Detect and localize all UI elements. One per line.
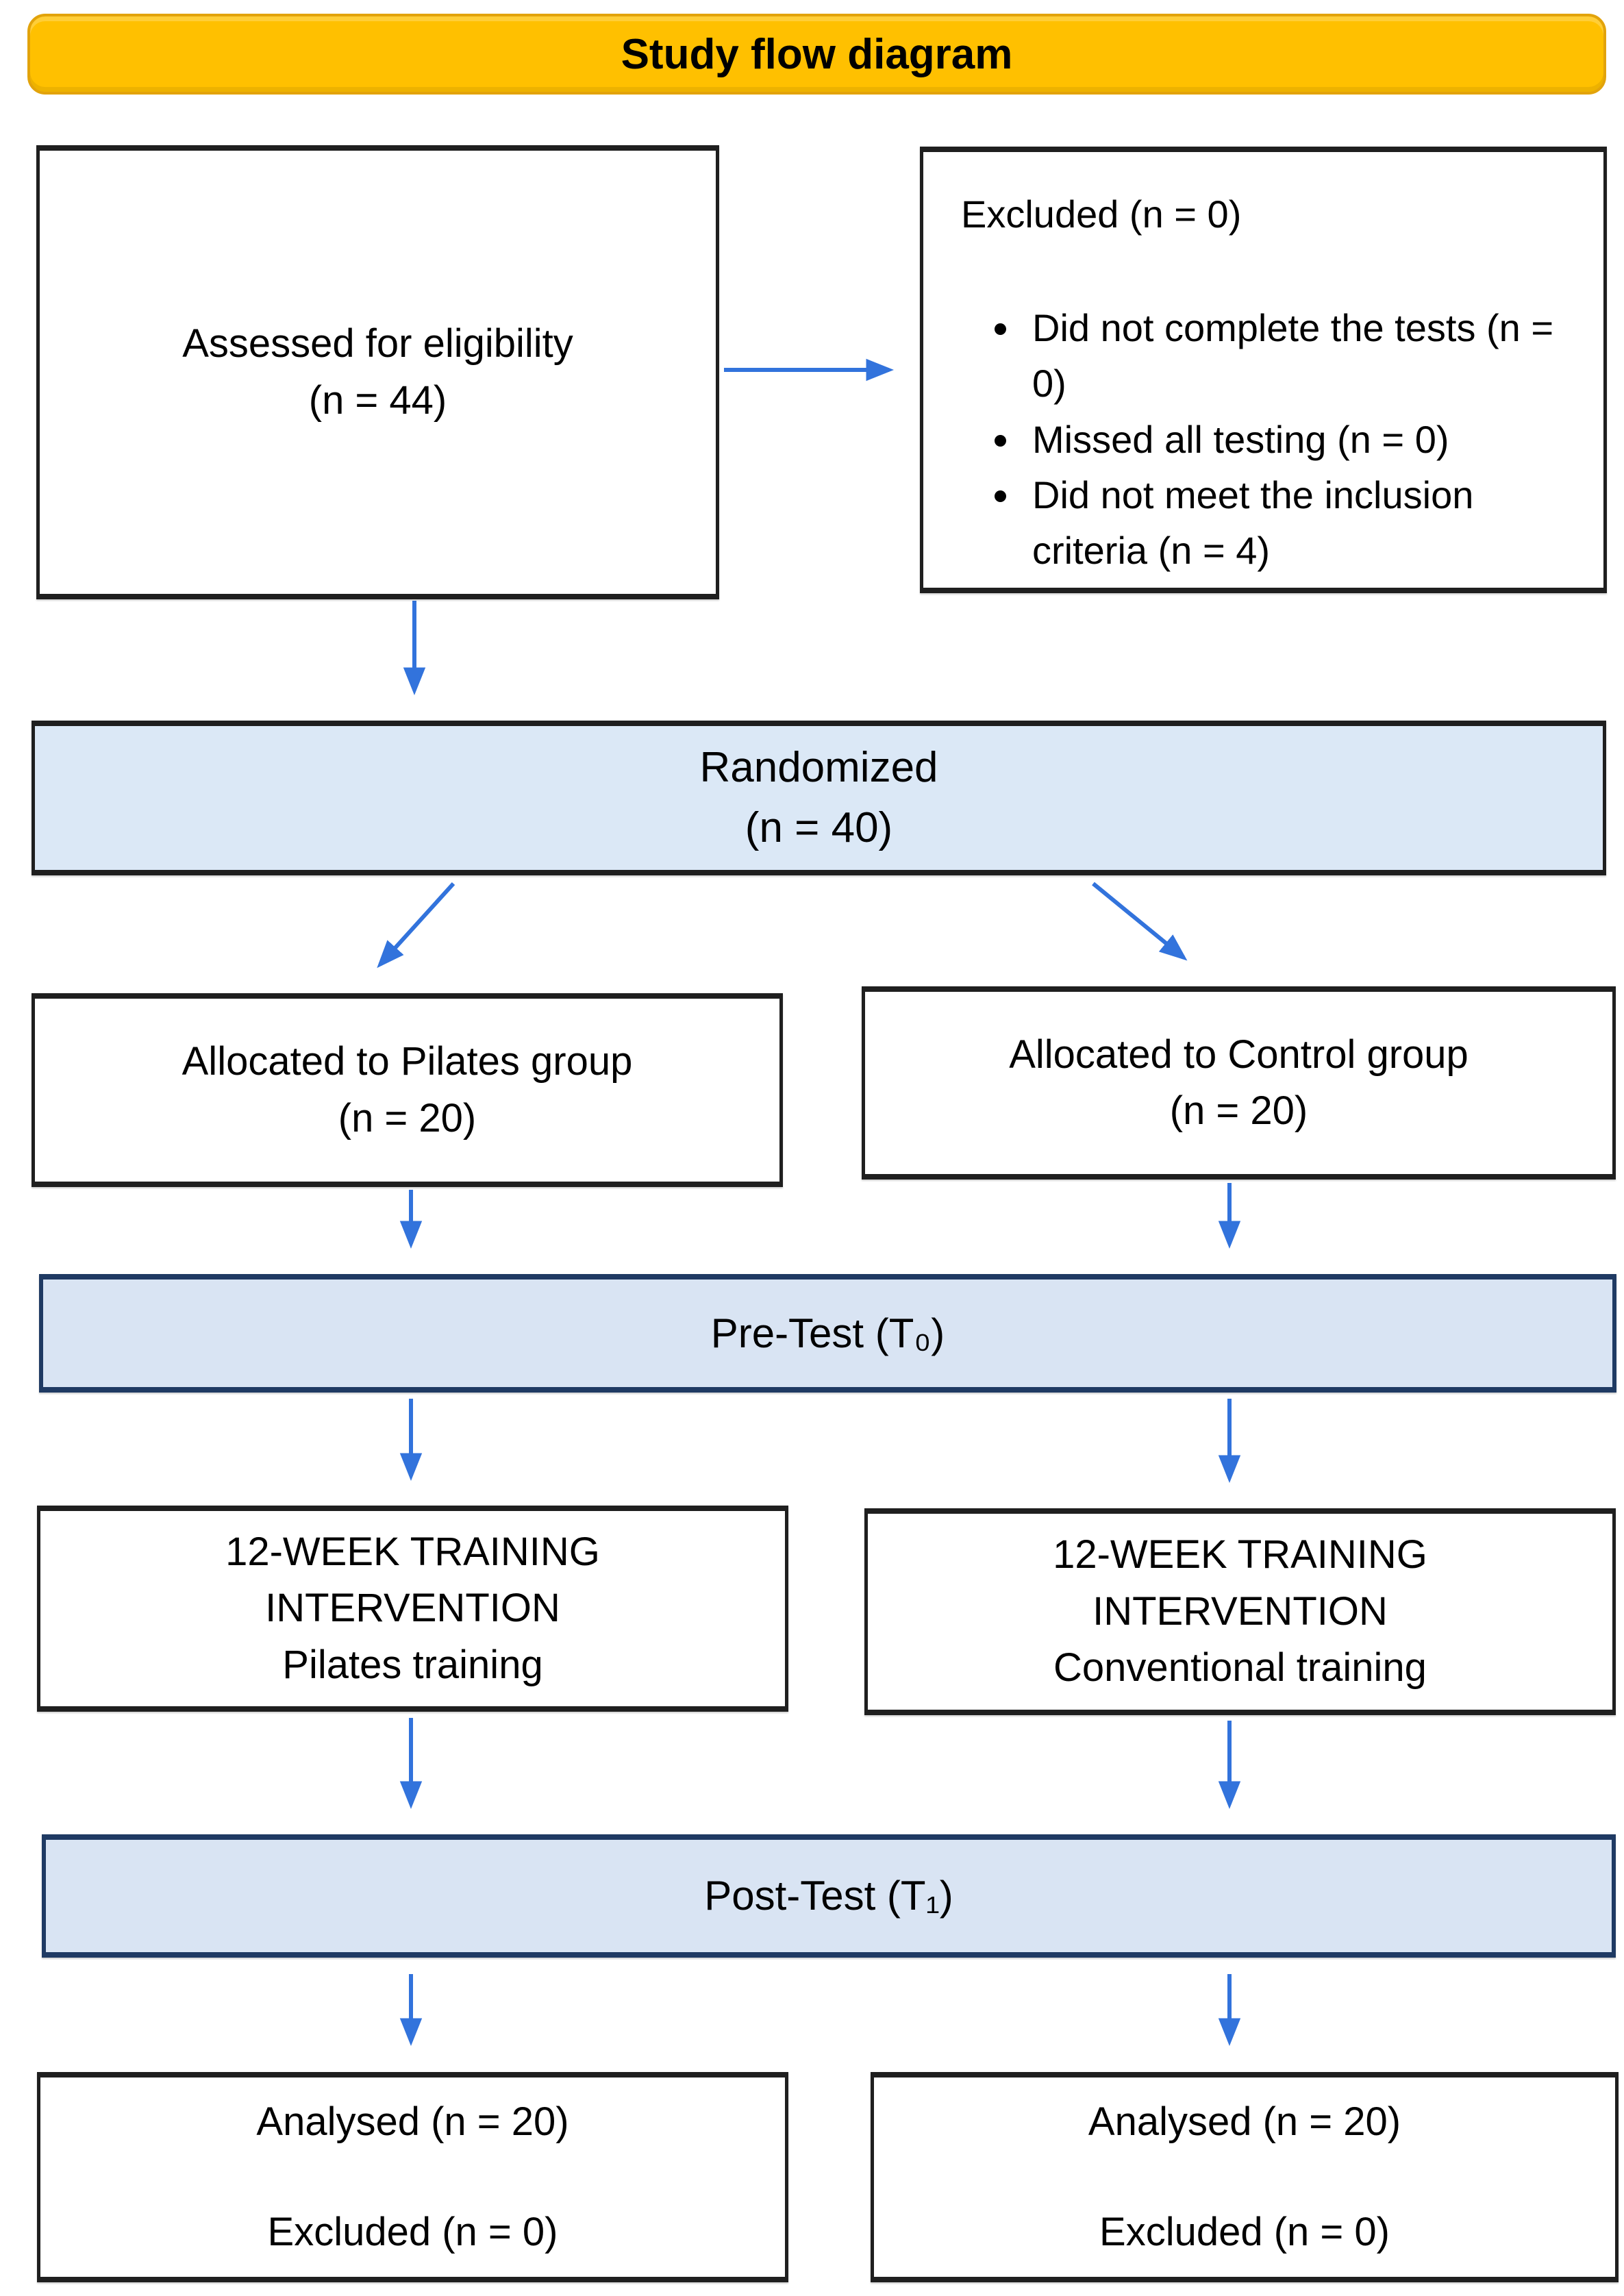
excluded-bullet-3: Did not meet the inclusion criteria (n =… bbox=[1023, 467, 1576, 578]
analysed-control-line2: Excluded (n = 0) bbox=[1099, 2209, 1390, 2254]
banner-title: Study flow diagram bbox=[27, 14, 1606, 95]
allocated-control-line2: (n = 20) bbox=[1169, 1088, 1308, 1133]
arrow-randomized-to-pilates-icon bbox=[377, 882, 455, 969]
analysed-control-line1: Analysed (n = 20) bbox=[1088, 2099, 1401, 2145]
assessed-line1: Assessed for eligibility bbox=[182, 321, 573, 366]
node-training-control: 12-WEEK TRAINING INTERVENTION Convention… bbox=[864, 1508, 1616, 1715]
allocated-pilates-line2: (n = 20) bbox=[338, 1095, 477, 1140]
excluded-bullet-list: Did not complete the tests (n = 0) Misse… bbox=[961, 300, 1576, 578]
randomized-line1: Randomized bbox=[699, 743, 938, 791]
node-randomized: Randomized (n = 40) bbox=[32, 721, 1606, 875]
training-pilates-line1: 12-WEEK TRAINING bbox=[225, 1529, 600, 1574]
arrow-randomized-to-control-icon bbox=[1092, 882, 1188, 961]
training-pilates-line3: Pilates training bbox=[282, 1642, 543, 1687]
excluded-title: Excluded (n = 0) bbox=[961, 192, 1242, 236]
node-analysed-control: Analysed (n = 20) Excluded (n = 0) bbox=[871, 2072, 1619, 2282]
training-control-line2: INTERVENTION bbox=[1092, 1588, 1388, 1634]
node-allocated-pilates: Allocated to Pilates group (n = 20) bbox=[32, 993, 783, 1187]
allocated-control-line1: Allocated to Control group bbox=[1009, 1032, 1469, 1077]
assessed-line2: (n = 44) bbox=[308, 377, 447, 423]
excluded-bullet-1: Did not complete the tests (n = 0) bbox=[1023, 300, 1576, 411]
excluded-bullet-2: Missed all testing (n = 0) bbox=[1023, 412, 1576, 467]
allocated-pilates-line1: Allocated to Pilates group bbox=[182, 1039, 633, 1084]
training-control-line3: Conventional training bbox=[1053, 1645, 1427, 1690]
analysed-pilates-line2: Excluded (n = 0) bbox=[267, 2209, 558, 2254]
node-posttest: Post-Test (T₁) bbox=[42, 1834, 1616, 1958]
node-analysed-pilates: Analysed (n = 20) Excluded (n = 0) bbox=[37, 2072, 788, 2282]
node-training-pilates: 12-WEEK TRAINING INTERVENTION Pilates tr… bbox=[37, 1506, 788, 1712]
analysed-pilates-line1: Analysed (n = 20) bbox=[256, 2099, 569, 2145]
node-pretest: Pre-Test (T₀) bbox=[39, 1274, 1616, 1393]
randomized-line2: (n = 40) bbox=[745, 804, 893, 851]
banner-title-text: Study flow diagram bbox=[621, 30, 1013, 78]
training-control-line1: 12-WEEK TRAINING bbox=[1053, 1532, 1427, 1577]
node-allocated-control: Allocated to Control group (n = 20) bbox=[862, 986, 1616, 1180]
pretest-label: Pre-Test (T₀) bbox=[710, 1310, 945, 1356]
node-assessed-for-eligibility: Assessed for eligibility (n = 44) bbox=[36, 145, 719, 599]
node-excluded: Excluded (n = 0) Did not complete the te… bbox=[920, 147, 1607, 593]
training-pilates-line2: INTERVENTION bbox=[265, 1586, 560, 1631]
posttest-label: Post-Test (T₁) bbox=[704, 1873, 953, 1919]
